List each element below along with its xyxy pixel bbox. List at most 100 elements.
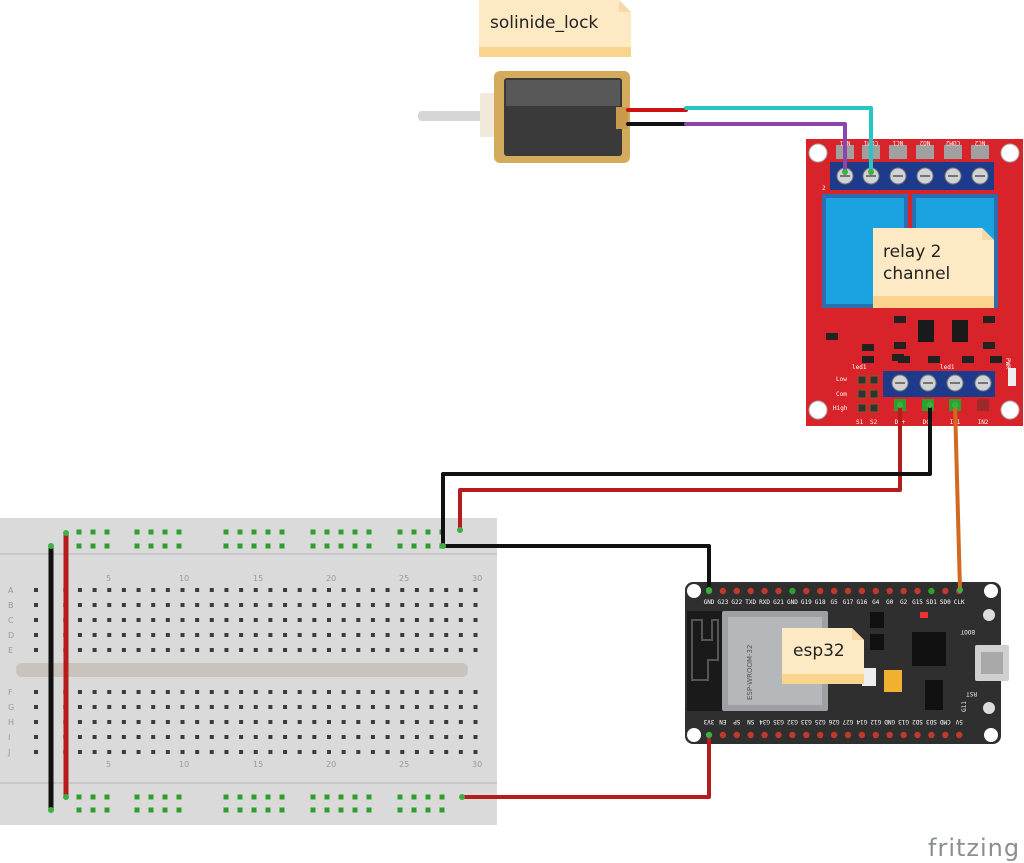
note-esp32-text: esp32 bbox=[793, 641, 845, 661]
esp-top-pin bbox=[761, 587, 768, 595]
bb-hole bbox=[180, 720, 185, 724]
bb-hole bbox=[195, 588, 200, 592]
boot-button[interactable] bbox=[983, 609, 995, 621]
bb-hole bbox=[180, 735, 185, 739]
bb-hole bbox=[473, 648, 478, 652]
bb-hole bbox=[385, 720, 390, 724]
rail-hole bbox=[90, 794, 96, 800]
esp-top-pin-label: G2 bbox=[900, 599, 908, 606]
bb-hole bbox=[385, 690, 390, 694]
bb-hole bbox=[239, 690, 244, 694]
bb-hole bbox=[385, 588, 390, 592]
bb-hole bbox=[121, 633, 126, 637]
bb-hole bbox=[136, 633, 141, 637]
esp-top-pin bbox=[886, 587, 893, 595]
bb-hole bbox=[224, 735, 229, 739]
bb-hole bbox=[429, 588, 434, 592]
esp-bottom-pin bbox=[914, 731, 921, 739]
smd-resistor bbox=[983, 316, 995, 323]
rail-hole bbox=[76, 794, 82, 800]
bb-hole bbox=[209, 633, 214, 637]
bb-hole bbox=[414, 603, 419, 607]
bb-hole bbox=[341, 750, 346, 754]
bb-hole bbox=[473, 618, 478, 622]
bb-hole bbox=[77, 648, 82, 652]
bb-hole bbox=[370, 588, 375, 592]
smd-resistor bbox=[894, 316, 906, 323]
col-number-top: 5 bbox=[106, 574, 111, 583]
bb-hole bbox=[77, 690, 82, 694]
esp-bottom-pin-label: G13 bbox=[898, 718, 909, 725]
note-bg bbox=[873, 228, 994, 308]
bb-hole bbox=[180, 750, 185, 754]
bb-hole bbox=[268, 705, 273, 709]
col-number-top: 15 bbox=[253, 574, 263, 583]
wire-end bbox=[457, 527, 463, 533]
bb-hole bbox=[180, 705, 185, 709]
bb-hole bbox=[385, 618, 390, 622]
esp-bottom-pin-label: SD3 bbox=[926, 718, 937, 725]
esp-bottom-pin bbox=[817, 731, 824, 739]
rail-hole bbox=[223, 529, 229, 535]
bb-hole bbox=[77, 750, 82, 754]
bb-hole bbox=[429, 633, 434, 637]
wire-in1-to-esp bbox=[953, 403, 962, 592]
bb-hole bbox=[121, 705, 126, 709]
bb-hole bbox=[400, 618, 405, 622]
bb-hole bbox=[268, 588, 273, 592]
bb-hole bbox=[92, 690, 97, 694]
bb-hole bbox=[92, 648, 97, 652]
rail-hole bbox=[366, 807, 372, 813]
bb-hole bbox=[341, 705, 346, 709]
rail-hole bbox=[104, 807, 110, 813]
bb-hole bbox=[385, 648, 390, 652]
wire-end bbox=[706, 732, 712, 738]
rail-hole bbox=[223, 794, 229, 800]
bb-hole bbox=[107, 633, 112, 637]
rail-hole bbox=[411, 794, 417, 800]
esp-top-pin-label: G19 bbox=[801, 599, 812, 606]
jumper-label-low: Low bbox=[836, 376, 847, 383]
smd-resistor bbox=[894, 342, 906, 349]
row-label-i: I bbox=[8, 733, 10, 742]
fritzing-watermark: fritzing bbox=[928, 834, 1020, 862]
rail-hole bbox=[397, 794, 403, 800]
rail-hole bbox=[251, 543, 257, 549]
wire-end bbox=[952, 402, 958, 408]
mount-hole bbox=[984, 584, 998, 598]
terminal-pin bbox=[977, 399, 989, 411]
bb-hole bbox=[370, 690, 375, 694]
esp-bottom-pin-label: G32 bbox=[787, 718, 798, 725]
row-label-c: C bbox=[8, 616, 14, 625]
bb-hole bbox=[414, 588, 419, 592]
bb-hole bbox=[283, 633, 288, 637]
bb-hole bbox=[136, 705, 141, 709]
bb-hole bbox=[370, 648, 375, 652]
col-number-bottom: 5 bbox=[106, 760, 111, 769]
bb-hole bbox=[327, 618, 331, 622]
terminal-cap bbox=[971, 145, 989, 159]
rail-hole bbox=[324, 807, 330, 813]
rail-hole bbox=[237, 543, 243, 549]
rail-hole bbox=[279, 529, 285, 535]
bb-hole bbox=[195, 690, 200, 694]
bb-hole bbox=[370, 750, 375, 754]
bb-hole bbox=[444, 603, 449, 607]
bb-hole bbox=[136, 648, 141, 652]
bb-hole bbox=[92, 735, 97, 739]
bb-hole bbox=[224, 648, 229, 652]
bb-hole bbox=[356, 690, 361, 694]
reset-button[interactable] bbox=[983, 702, 995, 714]
bb-hole bbox=[400, 735, 405, 739]
rail-hole bbox=[162, 807, 168, 813]
bb-hole bbox=[327, 690, 331, 694]
rail-hole bbox=[237, 794, 243, 800]
bb-hole bbox=[239, 735, 244, 739]
esp-bottom-pin bbox=[844, 731, 852, 739]
bb-hole bbox=[297, 750, 302, 754]
wire-3v3-to-rail bbox=[460, 733, 711, 799]
bb-hole bbox=[92, 588, 97, 592]
mount-hole bbox=[808, 400, 828, 420]
